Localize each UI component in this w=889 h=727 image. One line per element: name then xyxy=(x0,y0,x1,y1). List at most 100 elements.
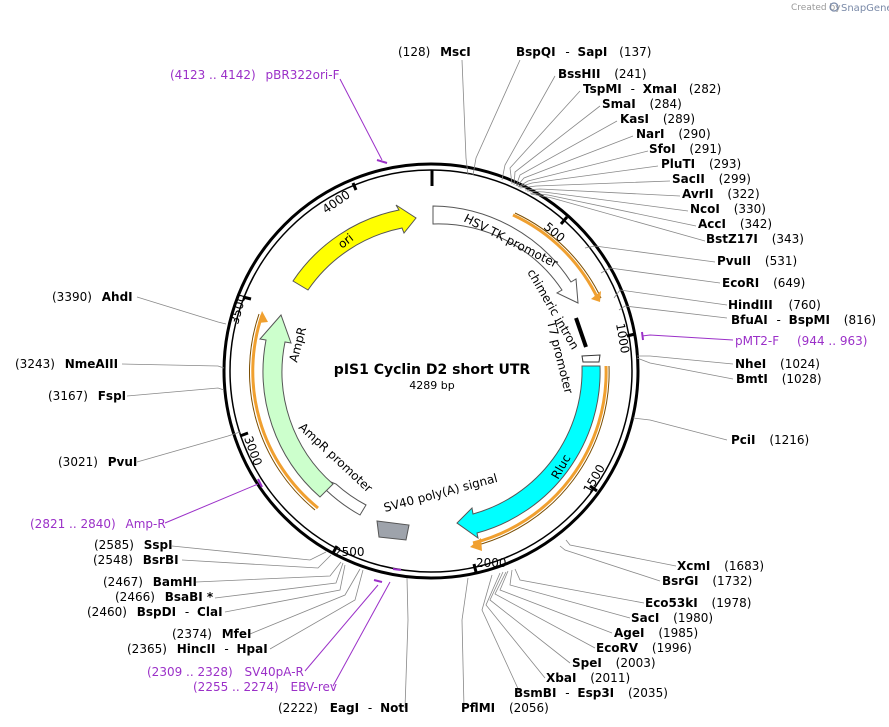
site-label-ecori[interactable]: EcoRI (649) xyxy=(722,276,805,290)
leader-ahdi xyxy=(136,296,227,325)
tick-label-1500: 1500 xyxy=(580,462,607,495)
site-label-bmti[interactable]: BmtI (1028) xyxy=(736,372,822,386)
site-pos: (290) xyxy=(678,127,710,141)
leader-bsshii xyxy=(501,75,556,181)
site-label-pvui[interactable]: (3021) PvuI xyxy=(58,455,137,469)
site-name: HincII xyxy=(177,642,216,656)
site-label-eco53ki[interactable]: Eco53kI (1978) xyxy=(645,596,751,610)
feature-ori[interactable]: ori xyxy=(292,204,417,291)
site-label-bsmbi-esp3i[interactable]: BsmBI - Esp3I (2035) xyxy=(514,686,668,700)
site-label-sspi[interactable]: (2585) SspI xyxy=(94,538,173,552)
site-label-xbai[interactable]: XbaI (2011) xyxy=(546,671,630,685)
leader-bspqi xyxy=(472,59,521,176)
feature-hsv-tk-promoter[interactable]: HSV TK promoter xyxy=(432,205,579,304)
t7-promoter-mark[interactable] xyxy=(581,354,601,363)
primer-name: pBR322ori-F xyxy=(266,68,340,82)
primer-label-sv40pa-r[interactable]: (2309 .. 2328) SV40pA-R xyxy=(147,665,304,679)
site-label-ahdi[interactable]: (3390) AhdI xyxy=(52,290,133,304)
feature-ampr[interactable]: AmpR xyxy=(259,314,334,498)
hsv-tk-promoter-arrow[interactable] xyxy=(432,205,579,304)
leader-bsrbi xyxy=(181,554,332,569)
site-name: BfuAI xyxy=(731,313,768,327)
site-label-bsabi[interactable]: (2466) BsaBI * xyxy=(115,590,214,604)
site-name-2: Esp3I xyxy=(577,686,614,700)
site-label-hindiii[interactable]: HindIII (760) xyxy=(728,298,821,312)
site-name: BspDI xyxy=(137,605,176,619)
site-label-sacii[interactable]: SacII (299) xyxy=(672,172,751,186)
site-label-nmeaiii[interactable]: (3243) NmeAIII xyxy=(15,357,118,371)
primer-mark-sv40pa xyxy=(373,579,383,583)
site-label-bstz17i[interactable]: BstZ17I (343) xyxy=(706,232,804,246)
site-label-pvuii[interactable]: PvuII (531) xyxy=(717,254,797,268)
site-pos: (2467) xyxy=(103,575,143,589)
site-label-acci[interactable]: AccI (342) xyxy=(698,217,772,231)
site-sep: - xyxy=(565,45,569,59)
site-label-spei[interactable]: SpeI (2003) xyxy=(572,656,656,670)
site-label-eagi-noti[interactable]: (2222) EagI - NotI xyxy=(278,701,409,715)
site-label-smai[interactable]: SmaI (284) xyxy=(602,97,682,111)
site-pos: (1985) xyxy=(658,626,698,640)
site-label-kasi[interactable]: KasI (289) xyxy=(620,112,695,126)
site-label-nari[interactable]: NarI (290) xyxy=(636,127,711,141)
site-label-saci[interactable]: SacI (1980) xyxy=(631,611,713,625)
position-ticks xyxy=(239,182,636,573)
site-name: AvrII xyxy=(682,187,714,201)
leader-kasi xyxy=(515,120,618,187)
site-pos: (1028) xyxy=(782,372,822,386)
site-label-hincii-hpai[interactable]: (2365) HincII - HpaI xyxy=(127,642,268,656)
sites-right: (128) MscI BspQI - SapI (137) BssHII (24… xyxy=(398,45,876,715)
site-label-bsrbi[interactable]: (2548) BsrBI xyxy=(93,553,179,567)
orf-highlight-edges xyxy=(249,212,610,547)
site-pos: (343) xyxy=(772,232,804,246)
site-label-bsrgi[interactable]: BsrGI (1732) xyxy=(662,574,752,588)
site-label-mscI[interactable]: (128) MscI xyxy=(398,45,471,59)
site-name: EagI xyxy=(330,701,359,715)
site-label-xcmi[interactable]: XcmI (1683) xyxy=(677,559,764,573)
site-label-bfuai-bspmi[interactable]: BfuAI - BspMI (816) xyxy=(731,313,876,327)
site-label-pflmi[interactable]: PflMI (2056) xyxy=(461,701,549,715)
ampr-arrow[interactable] xyxy=(259,314,334,498)
site-label-fspi[interactable]: (3167) FspI xyxy=(48,389,126,403)
site-label-bspqi-sapi[interactable]: BspQI - SapI (137) xyxy=(516,45,651,59)
site-name: SpeI xyxy=(572,656,602,670)
site-label-agei[interactable]: AgeI (1985) xyxy=(614,626,698,640)
site-label-bamhi[interactable]: (2467) BamHI xyxy=(103,575,197,589)
site-pos: (1732) xyxy=(712,574,752,588)
ori-arrow[interactable] xyxy=(292,204,417,291)
site-label-mfei[interactable]: (2374) MfeI xyxy=(172,627,252,641)
site-name: PluTI xyxy=(661,157,695,171)
leader-tspmi xyxy=(509,90,581,185)
site-label-pluti[interactable]: PluTI (293) xyxy=(661,157,741,171)
site-pos: (1216) xyxy=(769,433,809,447)
site-pos: (1980) xyxy=(673,611,713,625)
site-label-pcii[interactable]: PciI (1216) xyxy=(731,433,809,447)
site-name: SacII xyxy=(672,172,705,186)
sv40-polya-block[interactable] xyxy=(376,520,410,541)
site-pos: (291) xyxy=(689,142,721,156)
site-name: MscI xyxy=(440,45,471,59)
site-pos: (2548) xyxy=(93,553,133,567)
site-label-bspdi-clai[interactable]: (2460) BspDI - ClaI xyxy=(87,605,223,619)
site-label-sfoi[interactable]: SfoI (291) xyxy=(649,142,722,156)
chimeric-intron-bar[interactable] xyxy=(574,317,588,348)
site-label-avrii[interactable]: AvrII (322) xyxy=(682,187,760,201)
site-label-ncoi[interactable]: NcoI (330) xyxy=(690,202,766,216)
primer-label-pmt2-f[interactable]: pMT2-F (944 .. 963) xyxy=(735,334,867,348)
site-label-ecorv[interactable]: EcoRV (1996) xyxy=(596,641,692,655)
site-sep: - xyxy=(565,686,569,700)
site-label-nhei[interactable]: NheI (1024) xyxy=(735,357,820,371)
primer-label-pbr322ori-f[interactable]: (4123 .. 4142) pBR322ori-F xyxy=(170,68,340,82)
primer-label-ebv-rev[interactable]: (2255 .. 2274) EBV-rev xyxy=(193,680,337,694)
site-pos: (137) xyxy=(619,45,651,59)
site-label-bsshii[interactable]: BssHII (241) xyxy=(558,67,647,81)
site-sep: - xyxy=(777,313,781,327)
feature-rluc[interactable]: Rluc xyxy=(456,365,601,540)
rluc-arrow[interactable] xyxy=(456,365,601,540)
site-pos: (282) xyxy=(689,82,721,96)
orf-arrowhead-ampr xyxy=(258,311,268,323)
orf-arrowhead-top xyxy=(591,291,601,302)
primer-range: (944 .. 963) xyxy=(797,334,867,348)
site-label-tspmi-xmai[interactable]: TspMI - XmaI (282) xyxy=(583,82,721,96)
primer-label-amp-r[interactable]: (2821 .. 2840) Amp-R xyxy=(30,517,166,531)
snapgene-logo-icon xyxy=(829,2,839,12)
